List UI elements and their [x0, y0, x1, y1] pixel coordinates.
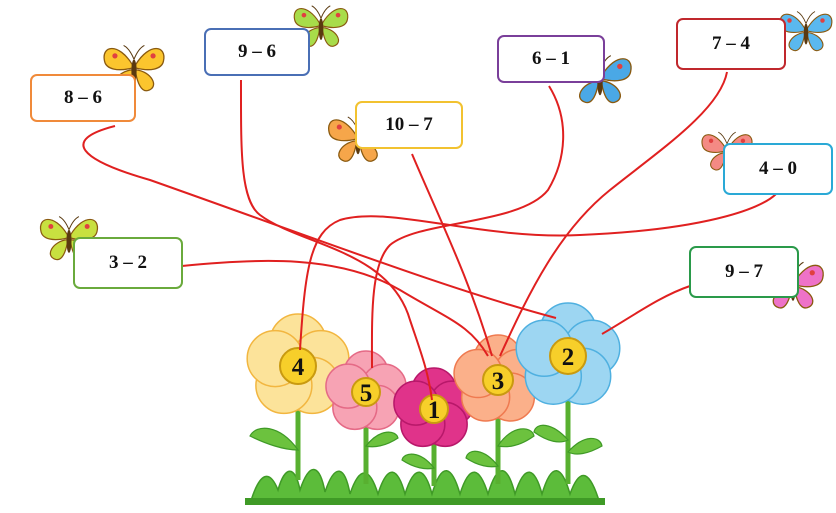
flower-4[interactable]: 4	[246, 313, 350, 415]
expression-text: 8 – 6	[64, 87, 102, 108]
line-8-6-to-2	[82, 125, 557, 319]
expression-text: 9 – 6	[238, 41, 276, 62]
line-9-7-to-2	[601, 285, 691, 335]
expression-text: 7 – 4	[712, 33, 750, 54]
expression-text: 10 – 7	[385, 114, 433, 135]
flower-number: 4	[292, 354, 305, 381]
expression-card-6-1[interactable]: 6 – 1	[497, 35, 605, 83]
expression-card-7-4[interactable]: 7 – 4	[676, 18, 786, 70]
expression-card-8-6[interactable]: 8 – 6	[30, 74, 136, 122]
butterfly-icon	[779, 10, 833, 52]
expression-card-9-7[interactable]: 9 – 7	[689, 246, 799, 298]
flower-3[interactable]: 3	[453, 334, 543, 422]
flower-leaves	[249, 424, 603, 470]
flower-number: 2	[562, 344, 575, 371]
line-4-0-to-4	[299, 193, 777, 351]
flower-center	[549, 337, 587, 375]
flower-number: 1	[428, 397, 441, 424]
flower-1[interactable]: 1	[393, 367, 475, 448]
line-7-4-to-3	[499, 71, 728, 357]
expression-card-10-7[interactable]: 10 – 7	[355, 101, 463, 149]
expression-card-3-2[interactable]: 3 – 2	[73, 237, 183, 289]
line-10-7-to-3	[411, 153, 493, 357]
flower-center	[351, 377, 381, 407]
connection-lines	[82, 71, 777, 401]
expression-text: 9 – 7	[725, 261, 763, 282]
flower-center	[419, 394, 449, 424]
flower-center	[279, 347, 317, 385]
flower-number: 5	[360, 380, 373, 407]
grass-ground	[245, 468, 605, 505]
expression-card-4-0[interactable]: 4 – 0	[723, 143, 833, 195]
flower-center	[482, 364, 514, 396]
expression-card-9-6[interactable]: 9 – 6	[204, 28, 310, 76]
flower-2[interactable]: 2	[515, 302, 621, 405]
expression-text: 3 – 2	[109, 252, 147, 273]
line-9-6-to-1	[239, 79, 433, 401]
expression-text: 6 – 1	[532, 48, 570, 69]
expression-text: 4 – 0	[759, 158, 797, 179]
line-6-1-to-5	[370, 85, 565, 369]
flower-number: 3	[492, 368, 505, 395]
line-3-2-to-3	[181, 259, 489, 357]
